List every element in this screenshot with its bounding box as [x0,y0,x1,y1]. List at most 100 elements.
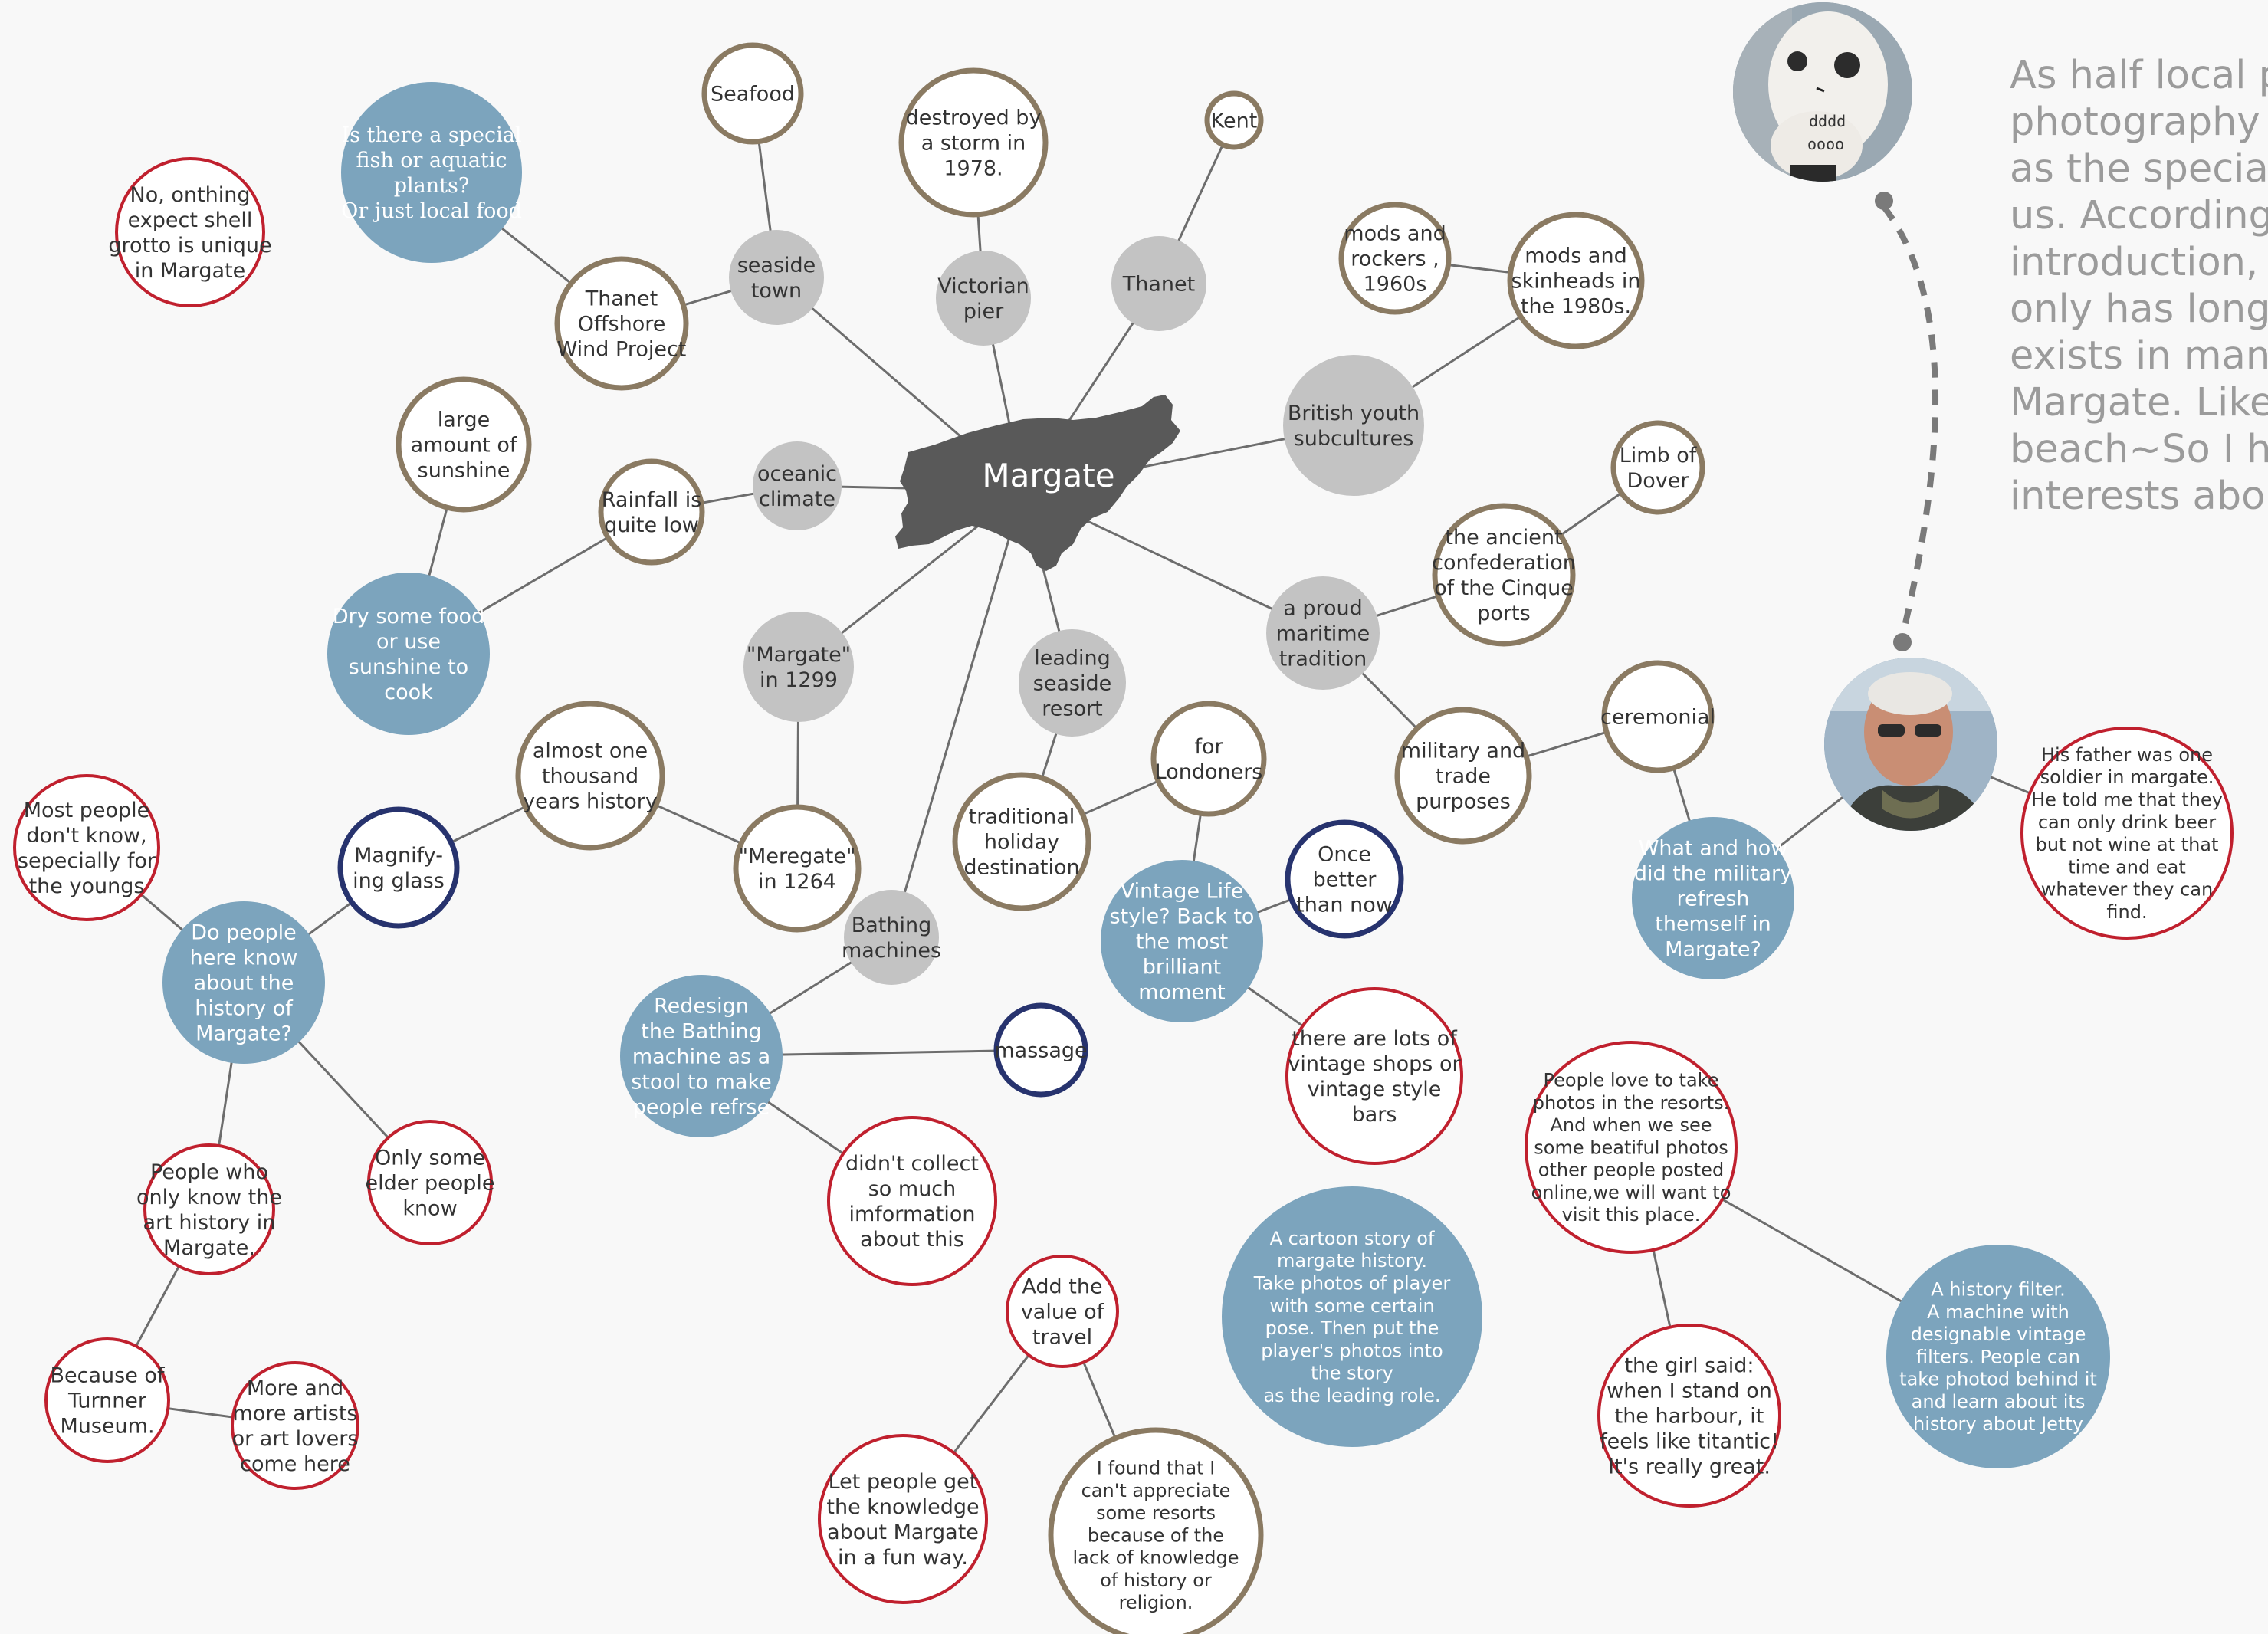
node-circle [231,1361,359,1490]
node-circle [620,975,783,1137]
intro-line: As half local p [2010,53,2268,98]
node-circle [1886,1245,2110,1468]
node-text-line: sunshine [418,458,510,482]
dashed-connector [1875,192,1939,651]
node-margate-1299: "Margate"in 1299 [743,612,854,722]
node-text-line: Wind Project [557,337,687,361]
node-text-line: vintage shops or [1288,1052,1461,1076]
node-text-line: can't appreciate [1081,1480,1231,1501]
node-text-line: art history in [143,1211,276,1235]
node-text-line: lack of knowledge [1073,1547,1239,1569]
node-text-line: People who [150,1160,268,1184]
center-node-margate: Margate [895,395,1180,571]
node-text-line: A machine with [1927,1301,2069,1323]
node-text-line: whatever they can [2041,879,2214,901]
node-text-line: so much [868,1177,957,1201]
node-text-line: Margate. [163,1236,255,1260]
node-text-line: Or just local food [341,199,522,223]
node-text-line: pier [963,300,1004,323]
node-text-line: holiday [984,830,1059,854]
node-text-line: machines [842,939,941,963]
intro-line: exists in many [2010,333,2268,379]
node-text-line: photos in the resorts. [1533,1092,1730,1114]
node-text-line: the most [1136,930,1228,953]
node-circle [44,1337,170,1463]
node-text-line: grotto is unique [108,234,271,258]
node-text-line: Thanet [585,287,658,311]
node-text-line: Rainfall is [602,488,702,512]
node-text-line: Dover [1627,469,1690,493]
node-text-line: resort [1042,697,1102,720]
node-text-line: sepecially for [18,849,156,873]
node-circle [1019,629,1126,737]
intro-line: as the special [2010,146,2268,192]
node-circle [844,890,939,985]
node-text-line: quite low [604,513,699,537]
node-text-line: or use [376,630,441,654]
node-text-line: 1978. [944,156,1003,180]
node-text-line: sunshine to [349,655,468,679]
node-text-line: brilliant [1143,955,1222,979]
node-text-line: take photod behind it [1899,1369,2097,1390]
node-text-line: and learn about its [1912,1391,2086,1413]
node-text-line: in a fun way. [838,1546,968,1570]
node-text-line: Kent [1211,109,1258,133]
node-circle [1150,701,1267,817]
node-text-line: about the [194,971,294,995]
node-text-line: British youth [1288,402,1420,425]
node-circle [733,804,862,933]
node-text-line: destination [963,855,1079,879]
node-text-line: Redesign [654,995,749,1019]
node-text-line: time and eat [2068,856,2186,878]
node-text-line: Only some [375,1147,485,1170]
node-text-line: the story [1311,1363,1393,1384]
node-text-line: "Meregate" [739,845,856,868]
node-text-line: confederation [1432,551,1576,575]
node-text-line: Margate? [1665,937,1761,961]
node-text-line: seaside [1033,671,1112,695]
node-text-line: destroyed by [906,107,1042,130]
node-text-line: in 1299 [760,668,838,692]
node-circle [1432,503,1576,647]
node-circle [1338,202,1452,315]
node-text-line: skinheads in [1511,269,1641,293]
node-circle [1610,420,1705,515]
node-text-line: fish or aquatic [356,149,507,172]
node-text-line: better [1313,868,1377,891]
node-circle [1597,1324,1781,1508]
node-circle [2020,727,2234,940]
intro-line: beach~So I ha [2010,427,2268,472]
node-text-line: a proud [1283,597,1363,621]
node-text-line: feels like titantic! [1600,1429,1779,1453]
node-text-line: Add the [1022,1275,1102,1299]
node-text-line: Dry some food [333,605,484,628]
node-text-line: know [402,1196,457,1220]
intro-line: Margate. Like [2010,380,2268,425]
node-text-line: didn't collect [845,1152,979,1176]
svg-text:dddd: dddd [1809,112,1846,130]
node-text-line: military and [1401,740,1525,763]
node-circle [1285,987,1463,1165]
node-text-line: other people posted [1538,1160,1724,1181]
node-text-line: can only drink beer [2038,812,2216,833]
node-text-line: 1960s [1364,272,1427,296]
node-text-line: trade [1436,764,1491,788]
node-text-line: rockers , [1351,247,1439,271]
node-circle [1222,1186,1482,1447]
node-circle [993,1002,1088,1098]
node-text-line: plants? [394,174,470,198]
node-history-filter: A history filter.A machine withdesignabl… [1886,1245,2110,1468]
node-text-line: massage [994,1038,1087,1062]
node-circle [162,901,325,1064]
elderly-man-avatar [1824,658,1997,831]
node-circle [1601,660,1715,773]
